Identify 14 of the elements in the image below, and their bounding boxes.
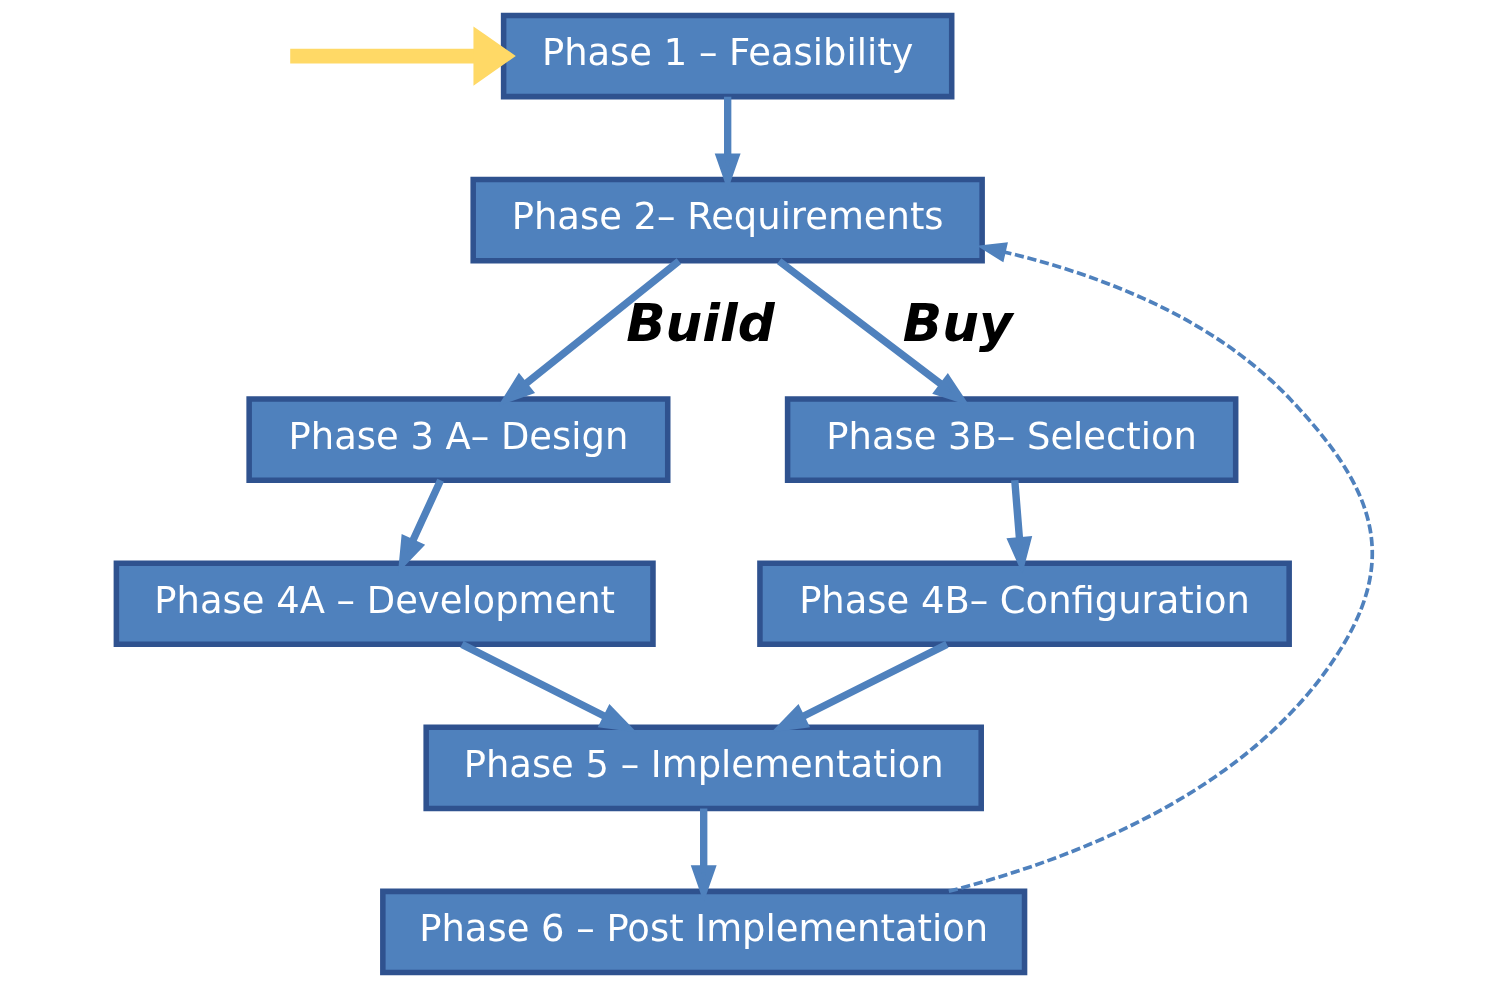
node-box: Phase 2– Requirements [470,176,985,264]
node-box: Phase 3B– Selection [784,396,1239,483]
edge-label: Build [626,292,775,353]
arrow [290,26,516,86]
node-box: Phase 1 – Feasibility [500,12,955,100]
arrow [460,641,637,733]
node-box: Phase 5 – Implementation [423,724,984,812]
node-box: Phase 4B– Configuration [757,560,1292,648]
node-box: Phase 6 – Post Implementation [380,888,1028,976]
node-box: Phase 4A – Development [113,560,656,648]
arrow [948,242,1374,893]
node-box: Phase 3 A– Design [246,396,671,483]
arrow [771,641,949,733]
edge-label: Buy [902,292,1013,353]
